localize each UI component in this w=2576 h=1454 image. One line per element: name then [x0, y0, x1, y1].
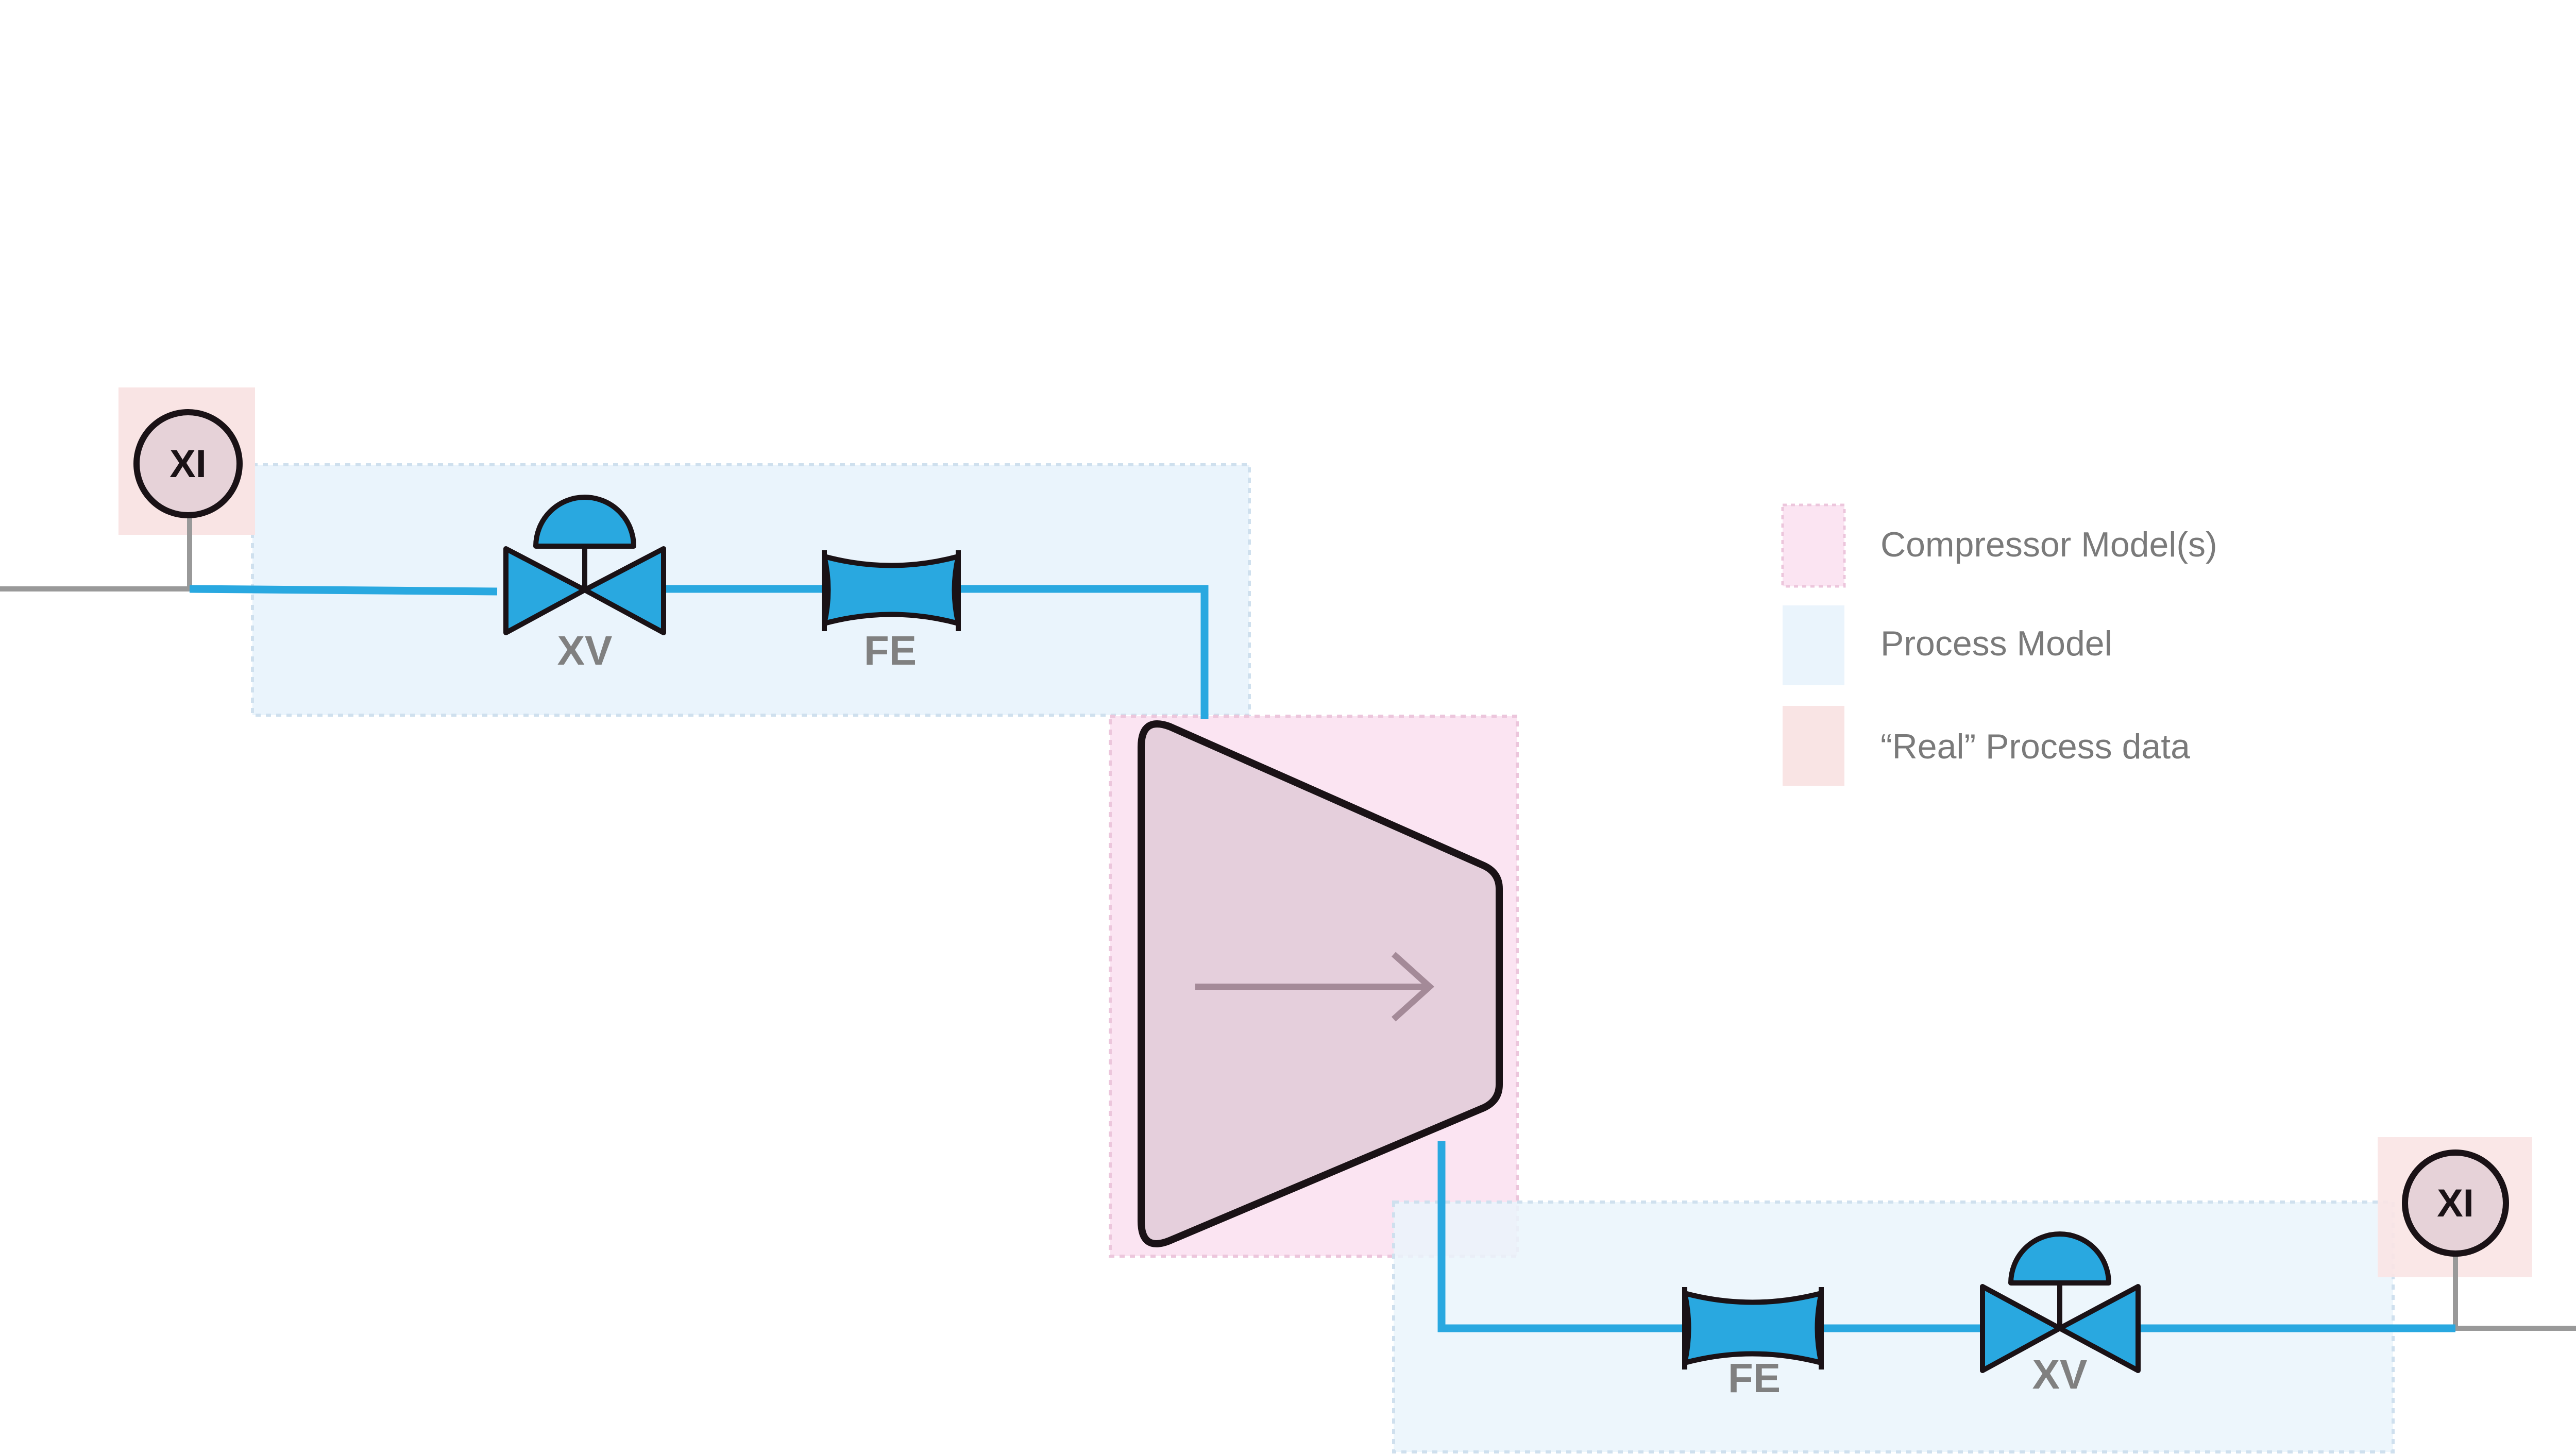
- actuated-valve-icon: [1980, 1231, 2141, 1373]
- inlet-valve[interactable]: XV: [503, 495, 666, 673]
- inlet-pipe-to-compressor: [958, 585, 1209, 719]
- indicator-circle-icon: [133, 409, 243, 518]
- outlet-valve[interactable]: XV: [1980, 1231, 2141, 1397]
- outlet-flow-element[interactable]: FE: [1682, 1287, 1824, 1401]
- legend: Compressor Model(s) Process Model “Real”…: [1781, 503, 2217, 786]
- inlet-valve-label: XV: [557, 628, 613, 673]
- legend-swatch: [1783, 706, 1844, 786]
- legend-label: Process Model: [1880, 624, 2112, 663]
- outlet-indicator-label: XI: [2437, 1181, 2474, 1225]
- outlet-pipe-from-compressor: [1437, 1141, 1682, 1332]
- legend-label: “Real” Process data: [1880, 727, 2190, 766]
- actuated-valve-icon: [503, 495, 666, 635]
- inlet-indicator[interactable]: XI: [133, 409, 243, 518]
- compressor[interactable]: [1138, 720, 1503, 1247]
- outlet-flow-element-label: FE: [1728, 1355, 1781, 1401]
- outlet-indicator[interactable]: XI: [2402, 1149, 2509, 1257]
- flow-element-icon: [1682, 1287, 1824, 1370]
- legend-item-real-process-data: “Real” Process data: [1783, 706, 2190, 786]
- legend-item-compressor-model: Compressor Model(s): [1781, 503, 2217, 588]
- indicator-circle-icon: [2402, 1149, 2509, 1257]
- outlet-valve-label: XV: [2032, 1351, 2088, 1397]
- inlet-indicator-label: XI: [170, 442, 207, 486]
- inlet-flow-element-label: FE: [864, 628, 917, 673]
- legend-swatch: [1781, 503, 1846, 588]
- inlet-flow-element[interactable]: FE: [822, 550, 961, 673]
- flow-element-icon: [822, 550, 961, 631]
- inlet-pipe: [189, 585, 498, 596]
- legend-label: Compressor Model(s): [1880, 525, 2217, 564]
- legend-item-process-model: Process Model: [1783, 605, 2112, 685]
- flow-arrow-icon: [1195, 952, 1434, 1022]
- legend-swatch: [1783, 605, 1844, 685]
